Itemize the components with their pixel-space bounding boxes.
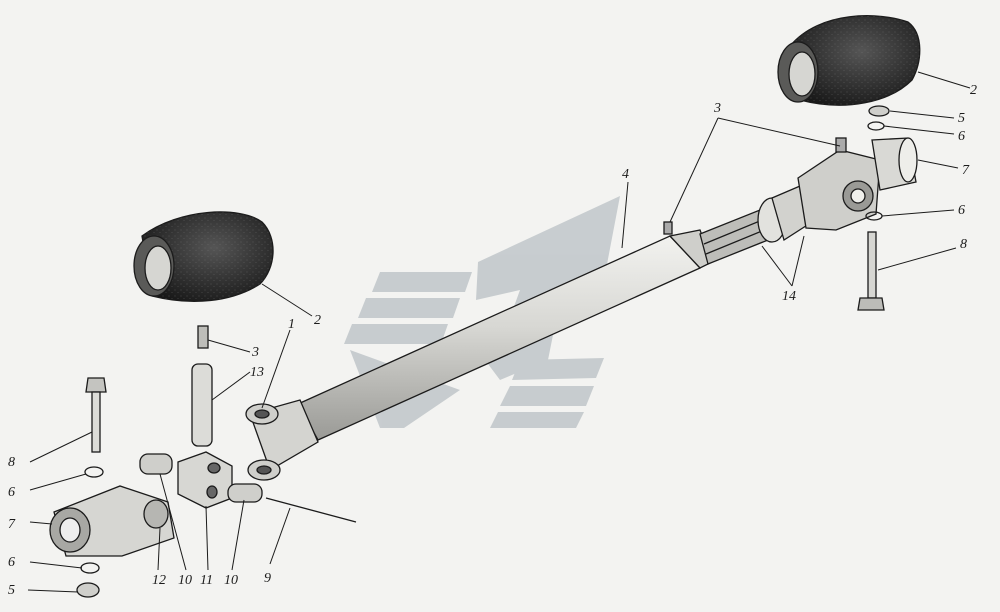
bushings [139,453,263,503]
callout-labels: 1 2 2 3 3 4 5 5 6 6 6 6 7 7 8 8 9 10 10 … [8,83,977,598]
grease-fitting-left [197,325,209,349]
callout-7-left: 7 [8,517,16,532]
left-nut-washers [76,466,104,598]
left-bolt [85,377,107,453]
callout-14: 14 [782,289,796,304]
callout-12: 12 [152,573,166,588]
shaft-tube [297,229,713,441]
callout-1: 1 [288,317,295,332]
cross-block [177,451,233,509]
callout-7-right: 7 [962,163,970,178]
right-universal-joint [797,149,881,231]
callout-2-left: 2 [314,313,321,328]
callout-6-right-top: 6 [958,129,965,144]
callout-2-right: 2 [970,83,977,98]
callout-5-left: 5 [8,583,15,598]
callout-6-right-bottom: 6 [958,203,965,218]
callout-5-right: 5 [958,111,965,126]
cross-pin [191,363,213,447]
callout-8-right: 8 [960,237,967,252]
callout-10-a: 10 [178,573,192,588]
callout-3-right: 3 [713,101,721,116]
callout-6-left-bottom: 6 [8,555,15,570]
left-rubber-boot [133,211,274,303]
callout-6-left-top: 6 [8,485,15,500]
callout-4: 4 [622,167,629,182]
callout-8-left: 8 [8,455,15,470]
right-yoke-housing [871,137,918,191]
left-tube-yoke [245,399,319,481]
long-pin [265,497,357,523]
right-rubber-boot [777,15,921,106]
callout-3-left: 3 [251,345,259,360]
callout-10-b: 10 [224,573,238,588]
left-yoke [49,485,175,557]
callout-13: 13 [250,365,264,380]
callout-11: 11 [200,573,213,588]
leader-lines [27,71,971,593]
callout-9: 9 [264,571,271,586]
right-bolt [857,231,885,311]
